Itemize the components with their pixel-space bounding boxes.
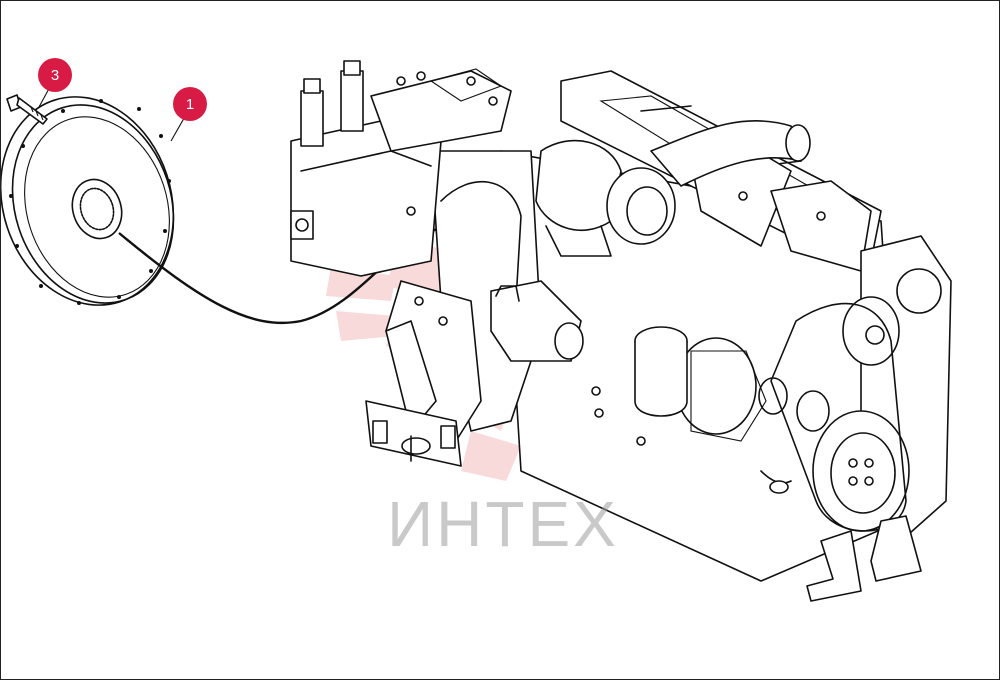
flexplate-bolt-holes (9, 99, 171, 305)
pump-mount-bracket (365, 280, 482, 467)
callout-label-3: 3 (50, 66, 60, 84)
hydraulic-pump (290, 60, 512, 277)
bolt[interactable] (6, 94, 48, 125)
callout-badge-1[interactable]: 1 (173, 87, 207, 121)
engine-block (500, 70, 952, 602)
watermark-text: ИНТЕХ (387, 488, 619, 560)
callout-label-1: 1 (185, 95, 195, 113)
callout-badge-3[interactable]: 3 (38, 58, 72, 92)
flexplate[interactable] (1, 74, 200, 328)
